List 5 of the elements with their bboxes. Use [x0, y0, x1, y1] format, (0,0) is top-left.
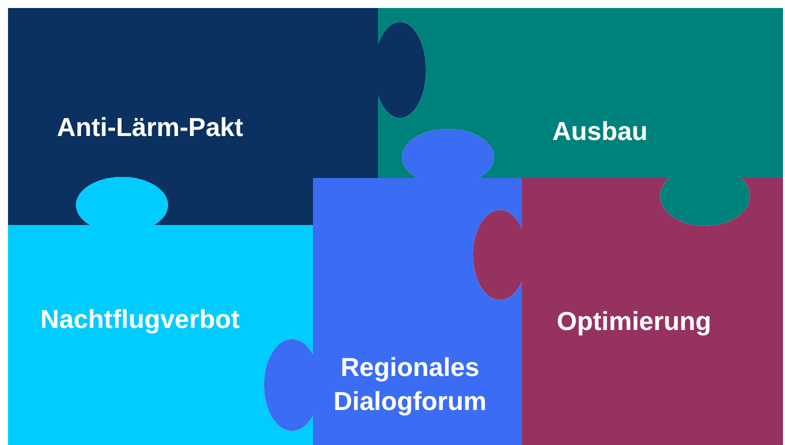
- piece-label: Anti-Lärm-Pakt: [56, 111, 244, 144]
- piece-label: Regionales Dialogforum: [332, 351, 488, 418]
- piece-label: Optimierung: [556, 305, 712, 338]
- piece-label: Ausbau: [551, 115, 649, 148]
- piece-label: Nachtflugverbot: [39, 303, 241, 336]
